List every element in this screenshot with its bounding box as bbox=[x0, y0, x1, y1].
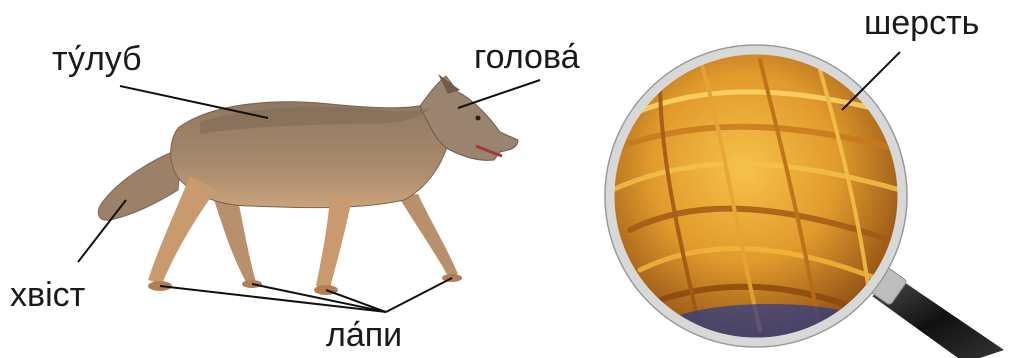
wolf-eye bbox=[476, 116, 481, 121]
fur-closeup bbox=[600, 40, 920, 358]
label-body: ту́луб bbox=[52, 42, 142, 76]
wolf-leg-front-far bbox=[398, 194, 458, 276]
wolf-leg-rear-far bbox=[214, 200, 256, 282]
wolf-illustration bbox=[98, 74, 518, 295]
label-head: голова́ bbox=[474, 40, 580, 74]
label-paws: ла́пи bbox=[326, 318, 402, 352]
wolf-tail bbox=[98, 148, 182, 220]
label-tail: хвіст bbox=[10, 278, 85, 312]
leader-line-body bbox=[120, 86, 268, 118]
magnifier bbox=[600, 40, 1004, 358]
wolf-leg-front-near bbox=[316, 196, 352, 288]
leader-line-paw bbox=[386, 278, 452, 312]
leader-line-head bbox=[458, 80, 540, 108]
label-fur: шерсть bbox=[864, 6, 979, 40]
